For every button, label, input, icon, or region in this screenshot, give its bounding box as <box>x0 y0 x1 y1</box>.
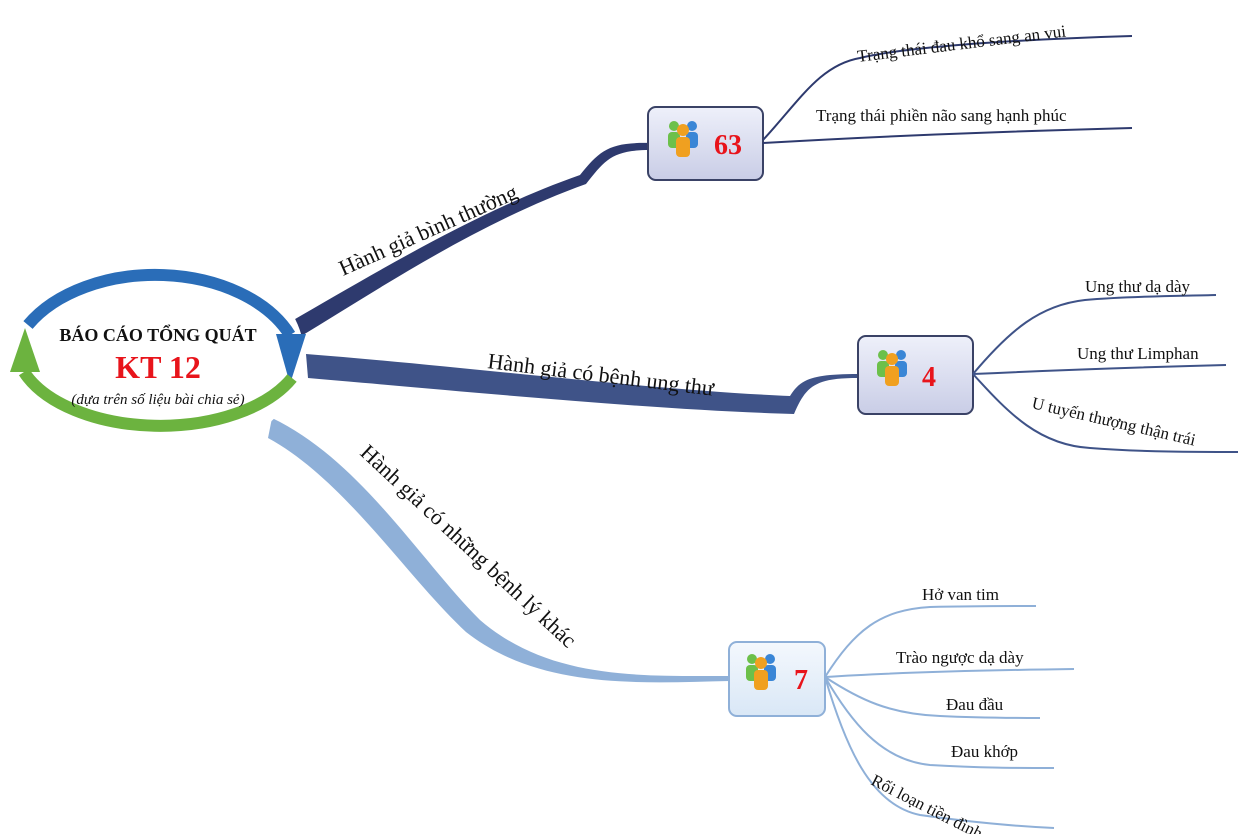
central-code: KT 12 <box>115 349 201 385</box>
central-subtitle: (dựa trên số liệu bài chia sẻ) <box>71 392 244 408</box>
branch-2-count: 4 <box>922 362 936 393</box>
leaf-2-1: Ung thư dạ dày <box>1085 277 1191 296</box>
branch-3-leaves: Hở van tim Trào ngược dạ dày Đau đầu Đau… <box>824 585 1075 834</box>
ring-green-arrowhead <box>10 328 40 372</box>
central-title: BÁO CÁO TỔNG QUÁT <box>59 324 256 345</box>
branch-3-connector <box>268 418 730 683</box>
ring-green-arc <box>18 368 297 432</box>
branch-1-label: Hành giả bình thường <box>335 179 521 280</box>
branch-2-leaves: Ung thư dạ dày Ung thư Limphan U tuyến t… <box>972 277 1239 453</box>
ring-blue-arc <box>23 268 296 339</box>
ring-blue-arrowhead <box>276 334 306 384</box>
leaf-1-2: Trạng thái phiền não sang hạnh phúc <box>816 106 1067 125</box>
central-topic[interactable]: BÁO CÁO TỔNG QUÁT KT 12 (dựa trên số liệ… <box>10 250 306 460</box>
leaf-1-1: Trạng thái đau khổ sang an vui <box>856 21 1067 65</box>
branch-1-connector <box>290 142 650 338</box>
leaf-2-2: Ung thư Limphan <box>1077 344 1199 363</box>
branch-3-count: 7 <box>794 665 808 696</box>
branch-1-count-node[interactable]: 63 <box>647 106 764 181</box>
leaf-3-4: Đau khớp <box>951 742 1018 761</box>
leaf-3-5: Rối loạn tiền đình <box>868 771 986 834</box>
leaf-3-1: Hở van tim <box>922 585 999 604</box>
leaf-3-3: Đau đầu <box>946 695 1004 714</box>
branch-1-leaves: Trạng thái đau khổ sang an vui Trạng thá… <box>762 21 1133 144</box>
branch-2-connector <box>306 354 858 414</box>
branch-1-count: 63 <box>714 130 742 161</box>
branch-3-count-node[interactable]: 7 <box>728 641 826 717</box>
branch-2-count-node[interactable]: 4 <box>857 335 974 415</box>
leaf-3-2: Trào ngược dạ dày <box>896 648 1024 667</box>
